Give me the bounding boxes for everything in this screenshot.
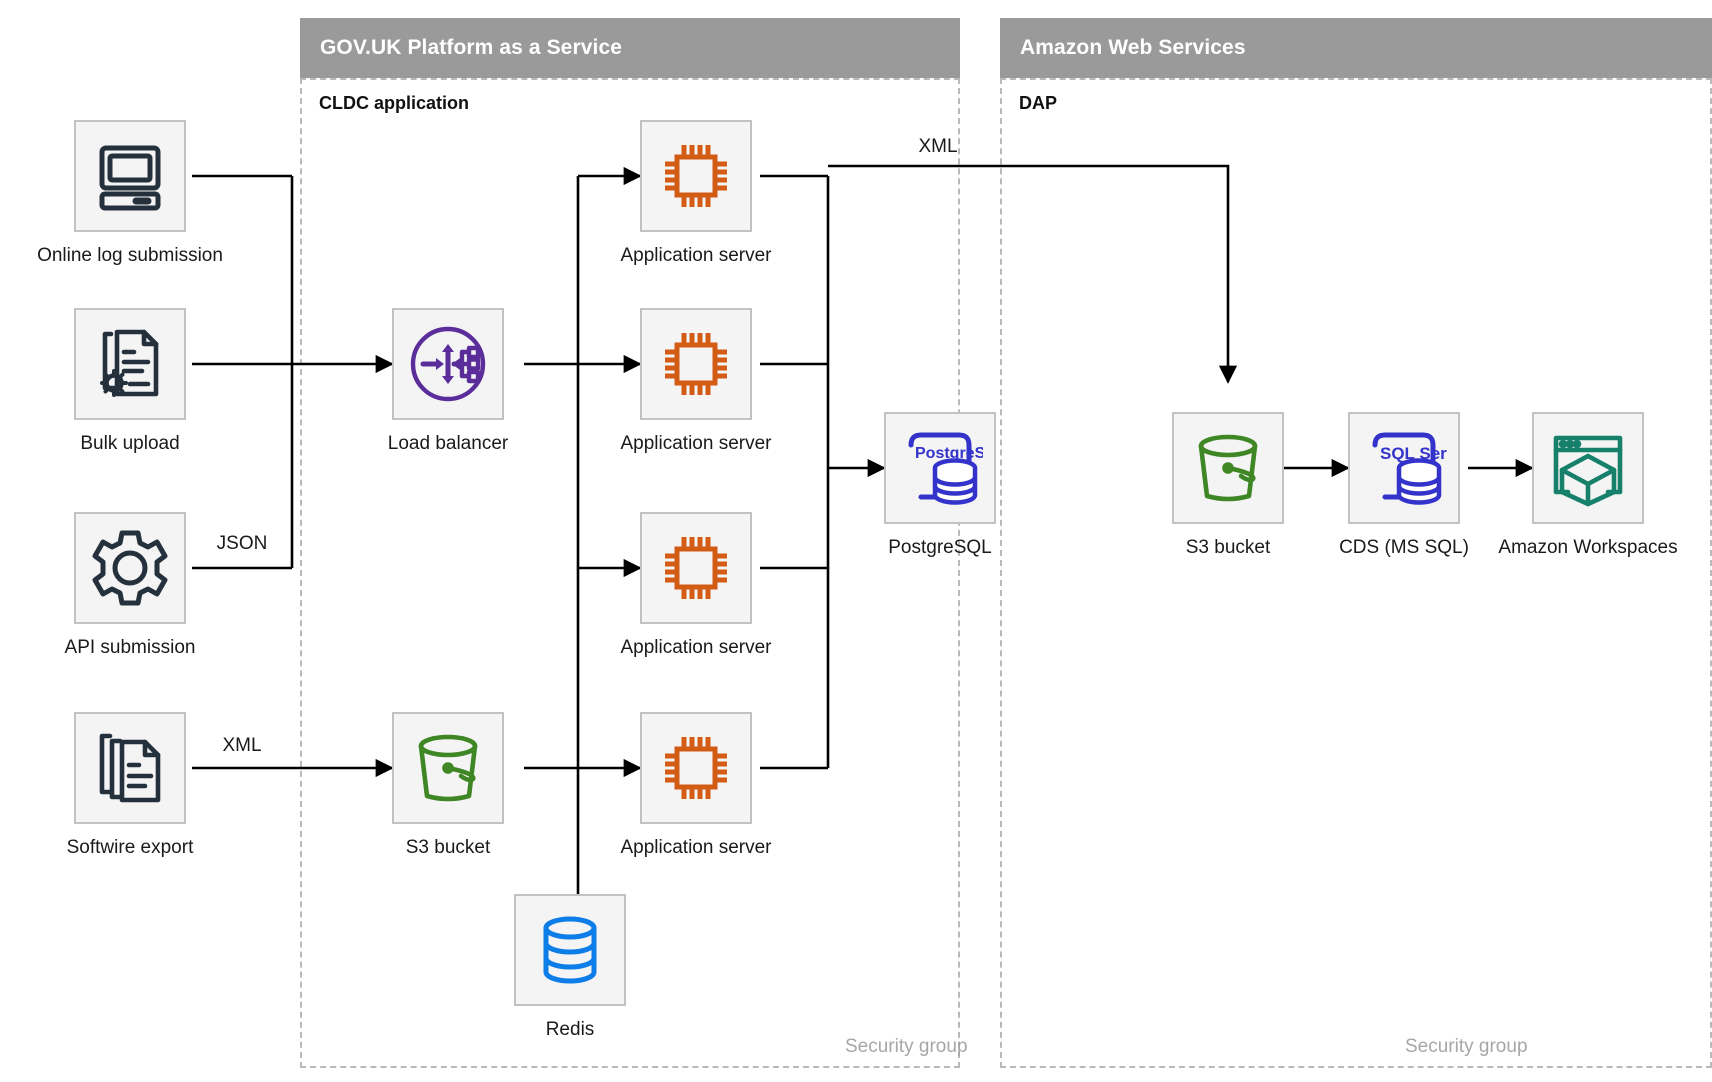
svg-text:PostgreSQL: PostgreSQL [915, 445, 983, 462]
zone-title-paas: GOV.UK Platform as a Service [320, 36, 622, 59]
node-amazon-workspaces[interactable] [1532, 412, 1644, 524]
node-s3-bucket-aws[interactable] [1172, 412, 1284, 524]
node-cds-ms-sql[interactable]: SQL Server [1348, 412, 1460, 524]
node-label-s3-bucket-aws: S3 bucket [1185, 537, 1271, 558]
s3-bucket-icon [418, 734, 478, 802]
edge-label-xml-source: XML [222, 735, 262, 756]
node-softwire-export[interactable] [74, 712, 186, 824]
node-label-s3-bucket-paas: S3 bucket [405, 837, 491, 858]
node-label-load-balancer: Load balancer [387, 433, 509, 454]
cpu-chip-icon [665, 537, 727, 599]
security-group-aws [1000, 78, 1712, 1068]
zone-header-aws: Amazon Web Services [1000, 18, 1712, 78]
node-app-server-1[interactable] [640, 120, 752, 232]
node-postgresql[interactable]: PostgreSQL [884, 412, 996, 524]
node-label-app-server-2: Application server [620, 433, 772, 454]
document-gear-icon [100, 329, 159, 397]
s3-bucket-icon [1198, 434, 1258, 502]
node-label-api-submission: API submission [64, 637, 196, 658]
security-group-label-aws: Security group [1405, 1036, 1528, 1057]
security-group-label-paas: Security group [845, 1036, 968, 1057]
svg-text:SQL Server: SQL Server [1380, 444, 1447, 463]
cpu-chip-icon [665, 333, 727, 395]
cpu-chip-icon [665, 737, 727, 799]
node-label-amazon-workspaces: Amazon Workspaces [1498, 537, 1678, 558]
node-label-bulk-upload: Bulk upload [80, 433, 180, 454]
documents-stack-icon [99, 733, 161, 803]
zone-header-paas: GOV.UK Platform as a Service [300, 18, 960, 78]
node-bulk-upload[interactable] [74, 308, 186, 420]
node-online-log-submission[interactable] [74, 120, 186, 232]
node-app-server-2[interactable] [640, 308, 752, 420]
edge-label-json: JSON [216, 533, 268, 554]
node-app-server-4[interactable] [640, 712, 752, 824]
node-label-app-server-3: Application server [620, 637, 772, 658]
node-label-app-server-1: Application server [620, 245, 772, 266]
node-load-balancer[interactable] [392, 308, 504, 420]
node-api-submission[interactable] [74, 512, 186, 624]
gear-icon [92, 530, 168, 606]
workspaces-cube-icon [1553, 435, 1623, 507]
node-label-cds-ms-sql: CDS (MS SQL) [1339, 537, 1469, 558]
sql-server-icon: SQL Server [1372, 432, 1447, 505]
desktop-computer-icon [99, 145, 161, 211]
node-s3-bucket-paas[interactable] [392, 712, 504, 824]
node-redis[interactable] [514, 894, 626, 1006]
security-group-paas [300, 78, 960, 1068]
load-balancer-icon [410, 326, 486, 402]
node-app-server-3[interactable] [640, 512, 752, 624]
cpu-chip-icon [665, 145, 727, 207]
node-label-online-log-submission: Online log submission [37, 245, 223, 266]
node-label-softwire-export: Softwire export [66, 837, 194, 858]
redis-database-icon [543, 916, 597, 984]
node-label-redis: Redis [545, 1019, 595, 1040]
subzone-label-dap: DAP [1019, 93, 1058, 113]
postgresql-icon: PostgreSQL [908, 432, 983, 505]
subzone-label-cldc: CLDC application [319, 93, 470, 113]
node-label-app-server-4: Application server [620, 837, 772, 858]
edge-label-xml-export: XML [918, 136, 958, 157]
node-label-postgresql: PostgreSQL [888, 537, 992, 558]
zone-title-aws: Amazon Web Services [1020, 36, 1246, 59]
